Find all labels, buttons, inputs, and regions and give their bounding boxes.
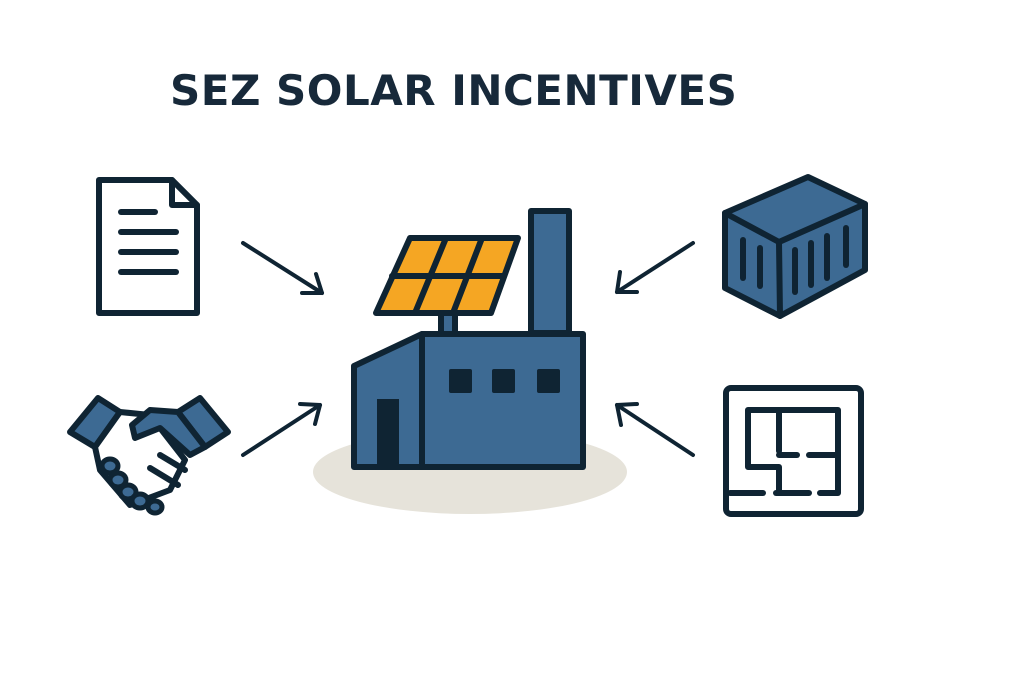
factory-window: [449, 369, 472, 393]
factory-main: [419, 331, 586, 470]
chimney: [528, 208, 572, 336]
arrow-handshake-to-factory: [241, 402, 322, 457]
arrow-container-to-factory: [615, 241, 695, 294]
diagram-title: SEZ SOLAR INCENTIVES: [170, 66, 738, 115]
arrow-document-to-factory: [241, 241, 324, 295]
document-icon: [96, 177, 200, 316]
factory-window: [492, 369, 515, 393]
arrows: [241, 241, 695, 457]
shipping-container-icon: [722, 174, 868, 319]
factory-window: [537, 369, 560, 393]
floor-plan-icon: [723, 385, 864, 517]
arrow-floorplan-to-factory: [615, 402, 695, 457]
handshake-icon: [67, 395, 231, 516]
factory-door: [377, 399, 399, 467]
solar-factory-icon: [313, 208, 627, 514]
